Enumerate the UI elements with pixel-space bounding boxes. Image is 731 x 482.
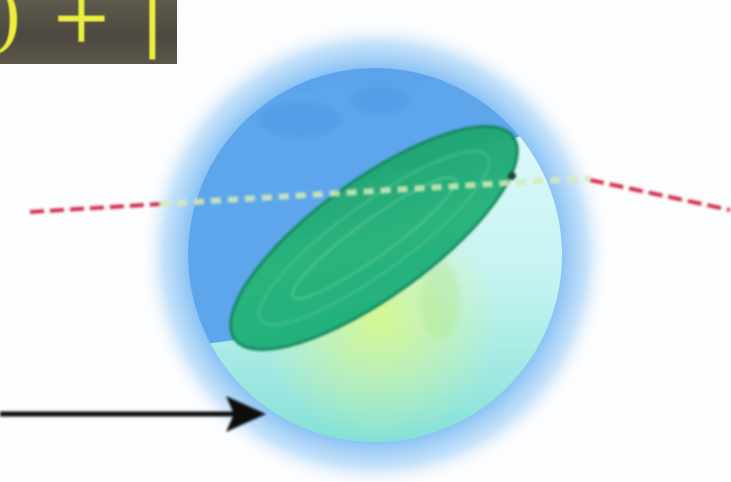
arrow-icon: [0, 396, 266, 432]
formula-label-text: ) + |: [0, 0, 167, 60]
formula-label-box: ) + |: [0, 0, 177, 64]
ellipse-plane-icon: [229, 125, 519, 351]
axis-line-icon: [29, 172, 731, 214]
